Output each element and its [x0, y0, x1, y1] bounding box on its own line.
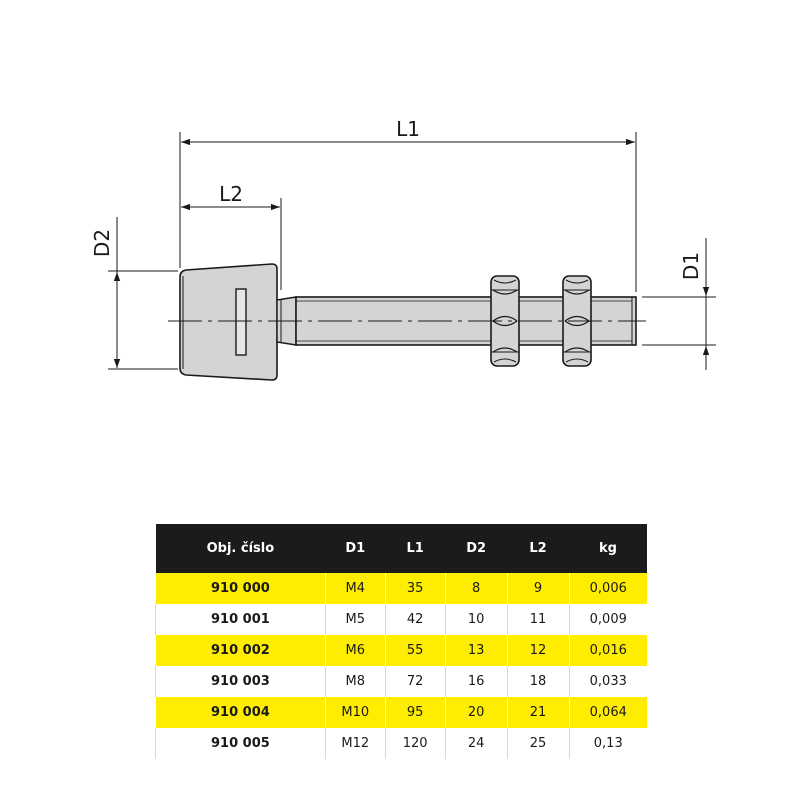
table-cell: 20	[444, 697, 508, 728]
table-cell: 10	[444, 604, 508, 635]
order-number-cell: 910 004	[155, 697, 326, 728]
table-cell: 11	[506, 604, 569, 635]
header-cell: kg	[569, 524, 647, 573]
table-cell: 9	[506, 573, 569, 604]
L1-label: L1	[396, 117, 420, 141]
table-cell: 25	[506, 728, 569, 759]
table-cell: 18	[506, 666, 569, 697]
table-cell: 95	[384, 697, 446, 728]
order-number-cell: 910 003	[155, 666, 326, 697]
header-cell: L1	[385, 524, 446, 573]
order-number-cell: 910 001	[155, 604, 326, 635]
table-cell: 120	[384, 728, 446, 759]
header-cell: L2	[507, 524, 569, 573]
table-cell: 8	[444, 573, 508, 604]
table-cell: 21	[506, 697, 569, 728]
D2-label: D2	[90, 229, 114, 257]
table-cell: 12	[506, 635, 569, 666]
table-cell: 0,064	[568, 697, 647, 728]
header-cell: D2	[445, 524, 508, 573]
table-cell: M12	[324, 728, 386, 759]
head-slot	[235, 288, 247, 356]
order-number-cell: 910 000	[155, 573, 326, 604]
table-cell: 42	[384, 604, 446, 635]
table-cell: 16	[444, 666, 508, 697]
table-cell: 0,006	[568, 573, 647, 604]
header-cell: Obj. číslo	[155, 524, 326, 573]
L2-label: L2	[219, 182, 243, 206]
table-cell: M6	[324, 635, 386, 666]
table-cell: 0,009	[568, 604, 647, 635]
table-cell: 0,016	[568, 635, 647, 666]
table-cell: M5	[324, 604, 386, 635]
order-number-cell: 910 005	[155, 728, 326, 759]
table-cell: 35	[384, 573, 446, 604]
technical-drawing: L1 L2 D2 D1	[90, 117, 716, 381]
table-cell: M10	[324, 697, 386, 728]
table-cell: 72	[384, 666, 446, 697]
table-cell: 24	[444, 728, 508, 759]
table-cell: 55	[384, 635, 446, 666]
header-cell: D1	[325, 524, 386, 573]
table-cell: 13	[444, 635, 508, 666]
table-cell: M4	[324, 573, 386, 604]
table-cell: 0,13	[568, 728, 647, 759]
bolt-head	[179, 263, 278, 381]
table-cell: M8	[324, 666, 386, 697]
D1-label: D1	[679, 252, 703, 280]
table-cell: 0,033	[568, 666, 647, 697]
order-number-cell: 910 002	[155, 635, 326, 666]
table-header-row: Obj. číslo D1 L1 D2 L2 kg	[155, 524, 647, 573]
